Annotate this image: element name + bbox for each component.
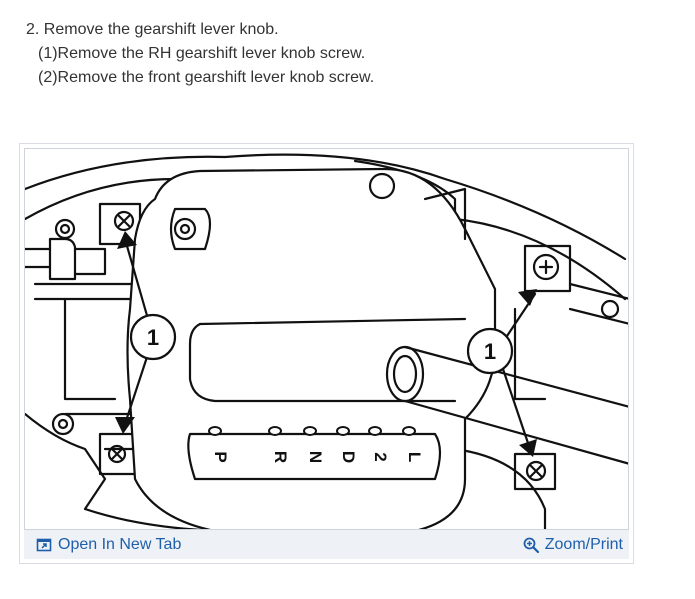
- left-upper-screw: [113, 210, 135, 232]
- open-in-new-tab-label: Open In New Tab: [58, 535, 182, 553]
- callout-left-label: 1: [147, 325, 159, 350]
- open-in-new-tab-icon: [36, 537, 52, 553]
- callout-right-label: 1: [484, 339, 496, 364]
- right-lower-mount: [513, 452, 557, 491]
- console-top-curve: [25, 153, 627, 261]
- gear-letter-p: P: [211, 451, 230, 462]
- gear-letter-d: D: [339, 451, 358, 463]
- arrowhead-upper-left: [117, 231, 137, 249]
- arrowhead-upper-right: [518, 289, 537, 306]
- left-lower-screw: [107, 444, 127, 464]
- gear-letter-n: N: [306, 451, 325, 463]
- left-cable-end: [48, 237, 77, 281]
- console-bottom-right: [453, 447, 547, 529]
- callout-left-circle: [129, 313, 177, 361]
- instructions: 2. Remove the gearshift lever knob. (1)R…: [26, 18, 374, 90]
- zoom-in-icon: [523, 537, 539, 553]
- figure-card: 1 1 P R N D 2 L: [19, 143, 634, 564]
- rh-knob-screw: [532, 253, 560, 281]
- substep-2: (2)Remove the front gearshift lever knob…: [38, 69, 375, 86]
- zoom-print-link[interactable]: Zoom/Print: [523, 536, 623, 554]
- zoom-print-label: Zoom/Print: [544, 535, 623, 553]
- leader-line-lower-right: [501, 367, 532, 451]
- gearshift-diagram: 1 1 P R N D 2 L: [25, 153, 628, 529]
- gear-letter-2: 2: [371, 452, 390, 461]
- left-rail: [33, 282, 137, 301]
- gear-indicator-lamp-2: [368, 426, 382, 436]
- gear-indicator-strip: [187, 432, 442, 481]
- front-knob-screw: [525, 460, 547, 482]
- gear-indicator-lamp-l: [402, 426, 416, 436]
- knob-badge: [169, 207, 212, 251]
- gear-indicator-lamp-d: [336, 426, 350, 436]
- console-bottom-left: [25, 412, 204, 529]
- gear-indicator-lamp-p: [208, 426, 222, 436]
- arrowhead-lower-left: [115, 417, 135, 434]
- substep-1: (1)Remove the RH gearshift lever knob sc…: [38, 45, 366, 62]
- gear-indicator-lamp-n: [303, 426, 317, 436]
- knob-inner-panel: [188, 322, 457, 403]
- step-heading: 2. Remove the gearshift lever knob.: [26, 21, 279, 38]
- lever-shaft: [403, 345, 628, 465]
- console-upper-left: [25, 177, 177, 221]
- leader-line-upper-left: [123, 237, 150, 321]
- right-pin: [600, 299, 620, 319]
- leader-line-lower-left: [123, 352, 150, 426]
- top-bolt: [368, 172, 396, 200]
- figure-toolbar: Open In New Tab Zoom/Print: [24, 530, 629, 559]
- gear-letter-l: L: [405, 452, 424, 462]
- console-right-curve: [453, 217, 627, 301]
- left-bolt-lower: [51, 412, 75, 436]
- right-upper-mount: [523, 244, 572, 293]
- callout-right-circle: [466, 327, 514, 375]
- gear-letter-r: R: [271, 451, 290, 463]
- left-bolt-upper: [54, 218, 76, 240]
- gear-indicator-lamp-r: [268, 426, 282, 436]
- open-in-new-tab-link[interactable]: Open In New Tab: [36, 536, 181, 554]
- figure-image: 1 1 P R N D 2 L: [24, 148, 629, 530]
- arrowhead-lower-right: [519, 439, 537, 457]
